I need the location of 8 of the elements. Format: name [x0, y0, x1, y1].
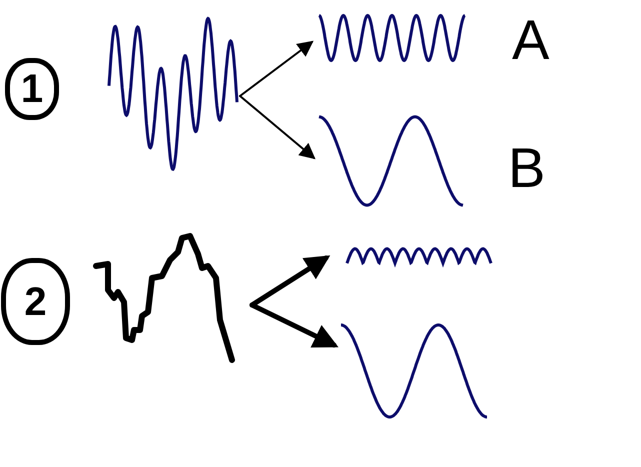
circled-number: 2: [1, 258, 70, 345]
wave-label: B: [508, 140, 546, 196]
arrow: [239, 40, 314, 97]
wave-label: A: [512, 12, 550, 68]
circled-number: 1: [5, 58, 59, 120]
arrow: [250, 255, 330, 308]
arrow: [250, 302, 338, 348]
arrow: [239, 95, 316, 160]
